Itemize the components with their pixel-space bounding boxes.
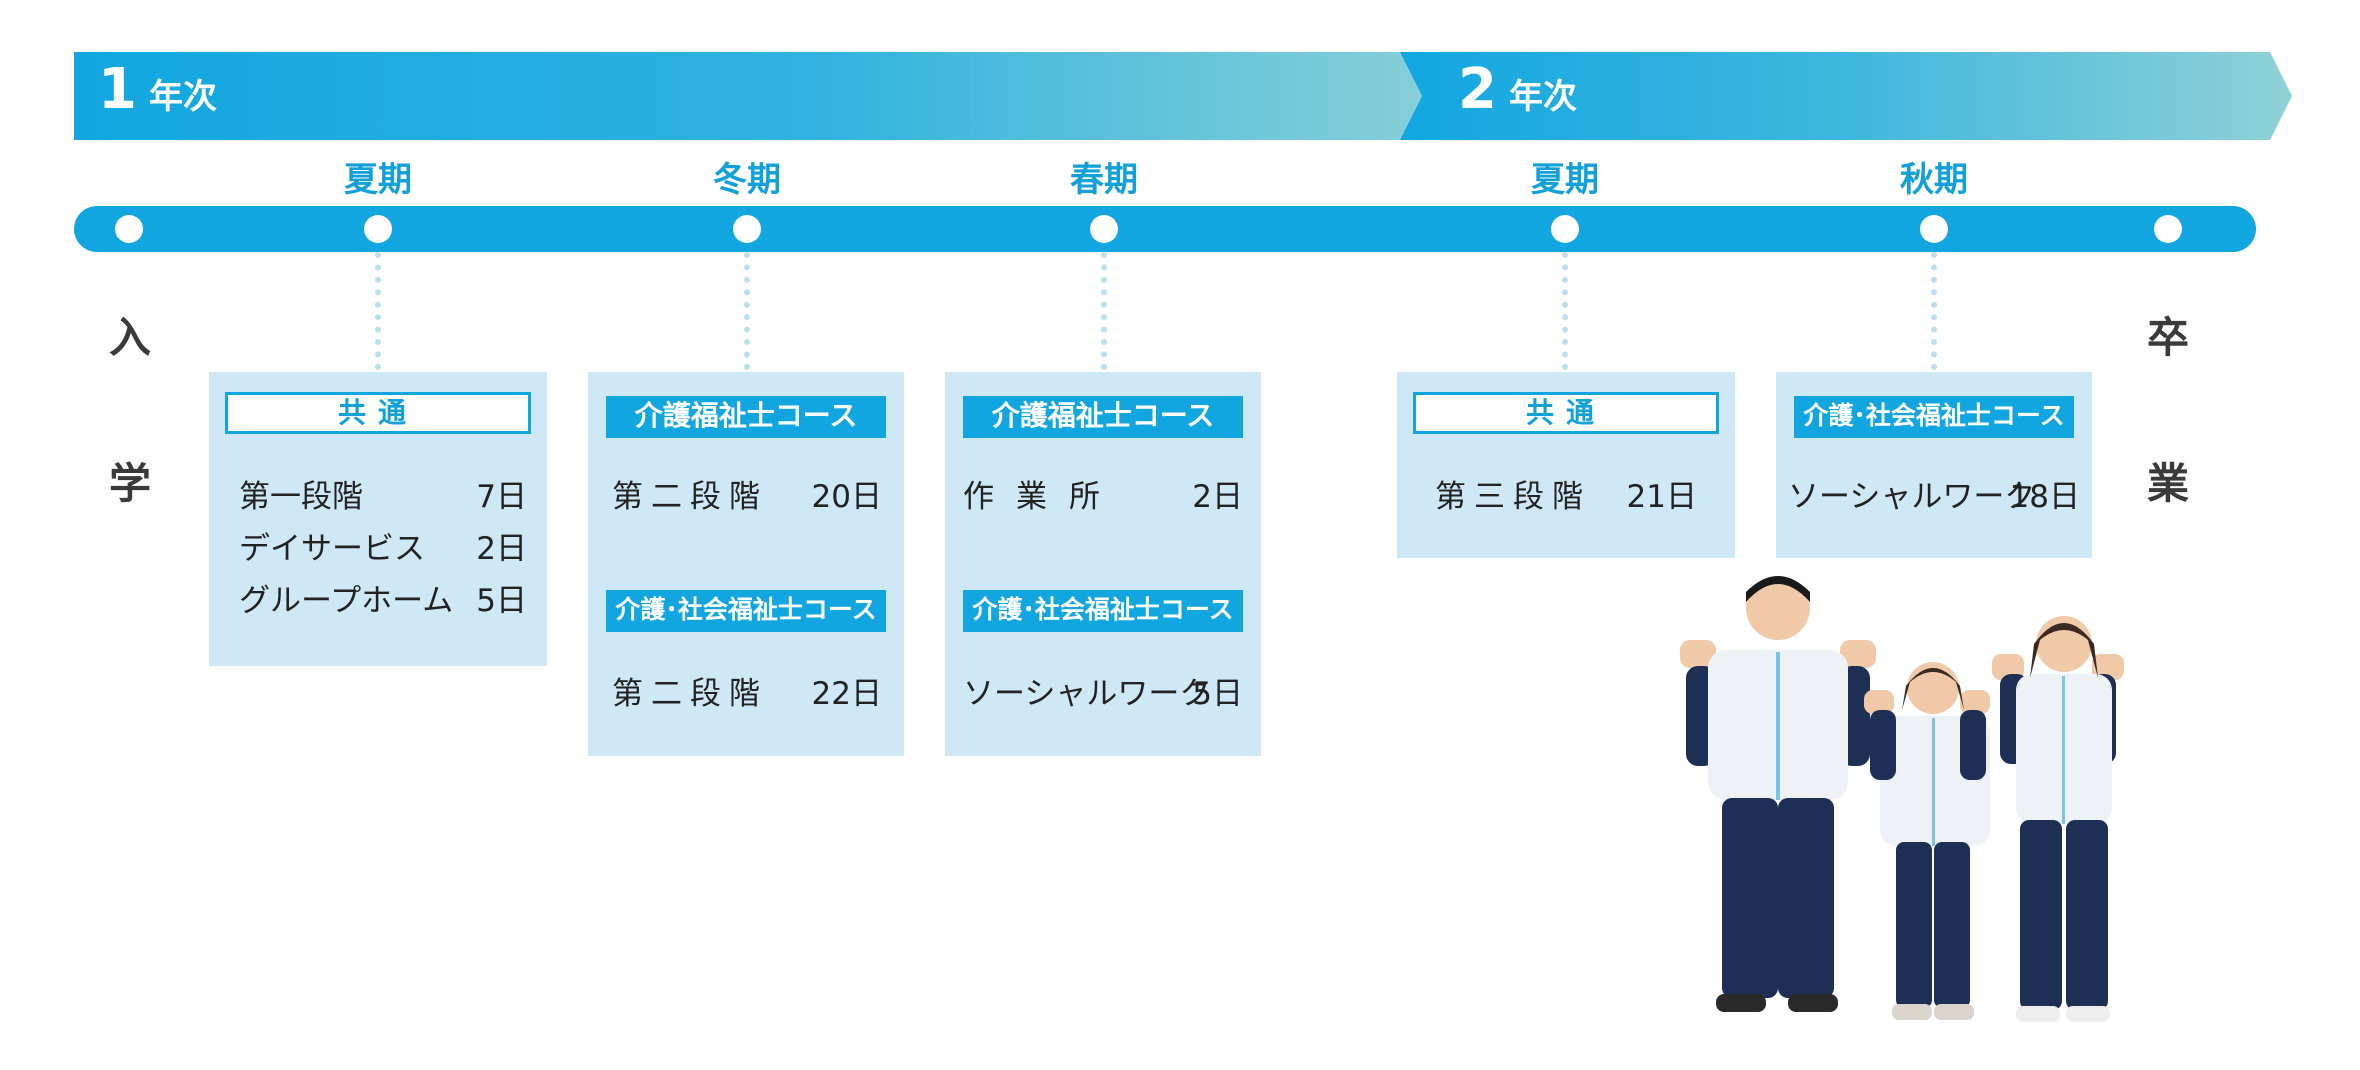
practicum-days: 7日 bbox=[476, 479, 527, 515]
year2-unit: 年次 bbox=[1508, 77, 1577, 117]
timeline-node-summer2 bbox=[1551, 215, 1579, 243]
connector-winter bbox=[744, 252, 750, 370]
year1-number: 1 bbox=[98, 57, 137, 122]
graduation-char-2: 業 bbox=[2146, 459, 2189, 508]
students-photo bbox=[1680, 576, 2124, 1022]
connector-summer2 bbox=[1562, 252, 1568, 370]
year1-label: 1 年次 bbox=[98, 62, 217, 118]
course-tag-care-social-worker: 介護･社会福祉士コース bbox=[606, 590, 886, 632]
season-label-autumn: 秋期 bbox=[1900, 160, 1968, 200]
season-label-summer2: 夏期 bbox=[1531, 160, 1599, 200]
practicum-row: 第一段階 7日 bbox=[239, 475, 527, 519]
practicum-name: グループホーム bbox=[239, 583, 454, 619]
timeline-node-winter bbox=[733, 215, 761, 243]
student-figure bbox=[1680, 576, 1876, 1012]
year2-label: 2 年次 bbox=[1458, 62, 1577, 118]
practicum-row: ソーシャルワーク 18日 bbox=[1788, 475, 2080, 519]
practicum-days: 2日 bbox=[1192, 479, 1243, 515]
practicum-name: デイサービス bbox=[239, 531, 425, 567]
practicum-name: 作業所 bbox=[963, 479, 1122, 515]
practicum-box-winter: 介護福祉士コース 第二段階 20日 介護･社会福祉士コース 第二段階 22日 bbox=[588, 372, 904, 756]
practicum-row: 第二段階 22日 bbox=[612, 672, 882, 716]
practicum-row: 第二段階 20日 bbox=[612, 475, 882, 519]
entrance-char-1: 入 bbox=[108, 313, 151, 362]
season-label-summer1: 夏期 bbox=[344, 160, 412, 200]
course-tag-care-worker: 介護福祉士コース bbox=[606, 396, 886, 438]
season-label-winter: 冬期 bbox=[713, 160, 781, 200]
practicum-row: 第三段階 21日 bbox=[1435, 475, 1697, 519]
year1-unit: 年次 bbox=[148, 77, 217, 117]
course-tag-common: 共通 bbox=[225, 392, 531, 434]
practicum-box-summer2: 共通 第三段階 21日 bbox=[1397, 372, 1735, 558]
practicum-days: 5日 bbox=[1192, 676, 1243, 712]
practicum-name: 第二段階 bbox=[612, 479, 768, 515]
practicum-days: 21日 bbox=[1626, 479, 1697, 515]
timeline-node-spring bbox=[1090, 215, 1118, 243]
year-banners bbox=[74, 52, 2292, 140]
season-label-spring: 春期 bbox=[1070, 160, 1138, 200]
course-tag-care-social-worker: 介護･社会福祉士コース bbox=[1794, 396, 2074, 438]
practicum-days: 22日 bbox=[811, 676, 882, 712]
entrance-char-2: 学 bbox=[108, 459, 151, 508]
course-tag-common: 共通 bbox=[1413, 392, 1719, 434]
practicum-box-spring: 介護福祉士コース 作業所 2日 介護･社会福祉士コース ソーシャルワーク 5日 bbox=[945, 372, 1261, 756]
practicum-days: 2日 bbox=[476, 531, 527, 567]
practicum-name: ソーシャルワーク bbox=[1788, 479, 2036, 515]
timeline-node-autumn bbox=[1920, 215, 1948, 243]
connector-autumn bbox=[1931, 252, 1937, 370]
year2-banner bbox=[1400, 52, 2292, 140]
graduation-char-1: 卒 bbox=[2146, 313, 2189, 362]
practicum-name: 第三段階 bbox=[1435, 479, 1591, 515]
practicum-row: グループホーム 5日 bbox=[239, 579, 527, 623]
student-figure bbox=[1992, 616, 2124, 1022]
practicum-days: 5日 bbox=[476, 583, 527, 619]
timeline-node-graduation bbox=[2154, 215, 2182, 243]
course-tag-care-worker: 介護福祉士コース bbox=[963, 396, 1243, 438]
course-tag-care-social-worker: 介護･社会福祉士コース bbox=[963, 590, 1243, 632]
practicum-row: デイサービス 2日 bbox=[239, 527, 527, 571]
practicum-days: 18日 bbox=[2009, 479, 2080, 515]
timeline-node-summer1 bbox=[364, 215, 392, 243]
practicum-box-summer1: 共通 第一段階 7日 デイサービス 2日 グループホーム 5日 bbox=[209, 372, 547, 666]
practicum-name: 第一段階 bbox=[239, 479, 363, 515]
practicum-row: 作業所 2日 bbox=[963, 475, 1243, 519]
connector-spring bbox=[1101, 252, 1107, 370]
practicum-name: 第二段階 bbox=[612, 676, 768, 712]
timeline-bar bbox=[74, 206, 2256, 252]
practicum-row: ソーシャルワーク 5日 bbox=[963, 672, 1243, 716]
timeline-node-entrance bbox=[115, 215, 143, 243]
year2-number: 2 bbox=[1458, 57, 1497, 122]
practicum-days: 20日 bbox=[811, 479, 882, 515]
practicum-name: ソーシャルワーク bbox=[963, 676, 1211, 712]
student-figure bbox=[1864, 662, 1990, 1020]
practicum-box-autumn: 介護･社会福祉士コース ソーシャルワーク 18日 bbox=[1776, 372, 2092, 558]
connector-summer1 bbox=[375, 252, 381, 370]
year1-banner bbox=[74, 52, 1422, 140]
